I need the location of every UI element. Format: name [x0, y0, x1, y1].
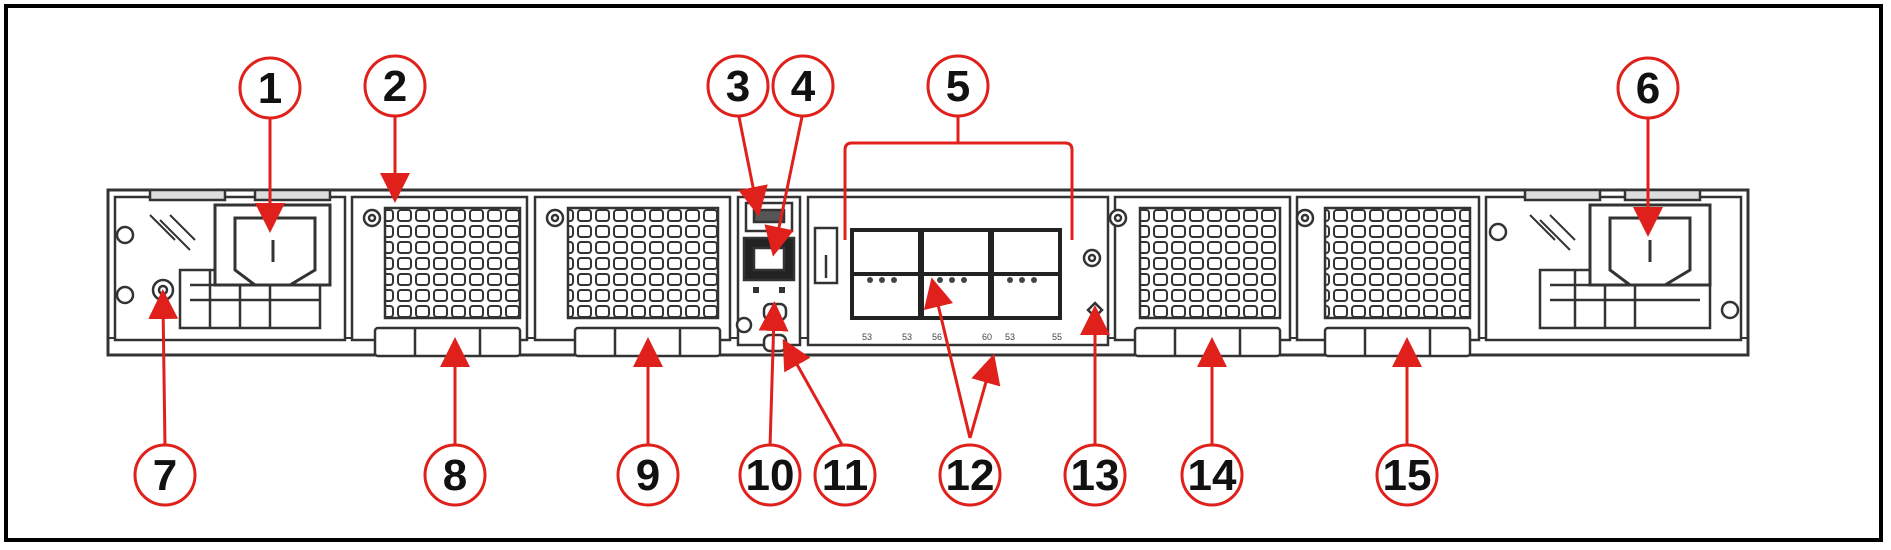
- port-label: 56: [932, 332, 942, 342]
- rj45-management-port: [742, 236, 796, 282]
- ac-power-inlet-right: [1588, 203, 1712, 287]
- callout-number: 4: [791, 62, 816, 111]
- callout-circle: [938, 443, 1002, 507]
- callout-12: 12: [938, 443, 1002, 507]
- callout-number: 7: [153, 451, 177, 500]
- ground-screw-left: [151, 278, 175, 302]
- usb-port: [744, 201, 794, 233]
- callout-11: 11: [813, 443, 877, 507]
- port-label: 53: [1005, 332, 1015, 342]
- ac-power-inlet-left: [213, 203, 332, 287]
- callout-number: 11: [822, 451, 869, 500]
- fan-screw-3: [1108, 208, 1128, 228]
- fan-screw-1: [362, 208, 382, 228]
- fan-screw-4: [1295, 208, 1315, 228]
- port-leds: [867, 277, 1037, 283]
- port-label: 60: [982, 332, 992, 342]
- management-leds: [753, 287, 785, 293]
- callout-number: 2: [383, 62, 407, 111]
- port-label: 55: [1052, 332, 1062, 342]
- callout-number: 13: [1071, 451, 1120, 500]
- reset-button: [762, 333, 788, 353]
- callout-circle: [738, 443, 802, 507]
- callout-14: 14: [1180, 443, 1244, 507]
- callout-7: 7: [133, 443, 197, 507]
- callout-number: 1: [258, 64, 282, 113]
- port-label: 53: [902, 332, 912, 342]
- callout-1: 1: [238, 56, 302, 120]
- callout-3: 3: [706, 54, 770, 118]
- callout-circle: [1375, 443, 1439, 507]
- callout-circle: [133, 443, 197, 507]
- module-screw: [735, 316, 753, 334]
- callout-circle: [813, 443, 877, 507]
- callout-number: 6: [1636, 64, 1660, 113]
- callout-number: 15: [1383, 451, 1432, 500]
- callout-circle: [926, 54, 990, 118]
- fan-screw-2: [545, 208, 565, 228]
- callout-circle: [238, 56, 302, 120]
- callout-5: 5: [926, 54, 990, 118]
- callout-number: 12: [946, 451, 995, 500]
- callout-circle: [706, 54, 770, 118]
- callout-leader-lines: [148, 111, 1663, 451]
- callout-circle: [616, 443, 680, 507]
- callout-number: 10: [746, 451, 795, 500]
- callout-circle: [771, 54, 835, 118]
- callout-15: 15: [1375, 443, 1439, 507]
- callout-13: 13: [1063, 443, 1127, 507]
- fan-module-4: [1295, 195, 1481, 358]
- callout-circle: [1063, 443, 1127, 507]
- fan-module-3: [1113, 195, 1292, 358]
- callout-number: 5: [946, 62, 970, 111]
- callout-number: 9: [636, 451, 660, 500]
- callout-circle: [1180, 443, 1244, 507]
- fan-module-2: [533, 195, 732, 358]
- callout-2: 2: [363, 54, 427, 118]
- callout-circle: [363, 54, 427, 118]
- callout-number: 3: [726, 62, 750, 111]
- qsfp-ports: [850, 228, 1062, 320]
- port-label: 53: [862, 332, 872, 342]
- callout-number: 14: [1188, 451, 1237, 500]
- callout-8: 8: [423, 443, 487, 507]
- callout-10: 10: [738, 443, 802, 507]
- callout-number: 8: [443, 451, 467, 500]
- callout-9: 9: [616, 443, 680, 507]
- callout-4: 4: [771, 54, 835, 118]
- callout-circle: [423, 443, 487, 507]
- fan-module-1: [350, 195, 529, 358]
- port-number-labels: 53 53 56 60 53 55: [862, 332, 1062, 342]
- qsfp-module-screw: [1082, 248, 1102, 268]
- callout-6: 6: [1616, 56, 1680, 120]
- callout-circle: [1616, 56, 1680, 120]
